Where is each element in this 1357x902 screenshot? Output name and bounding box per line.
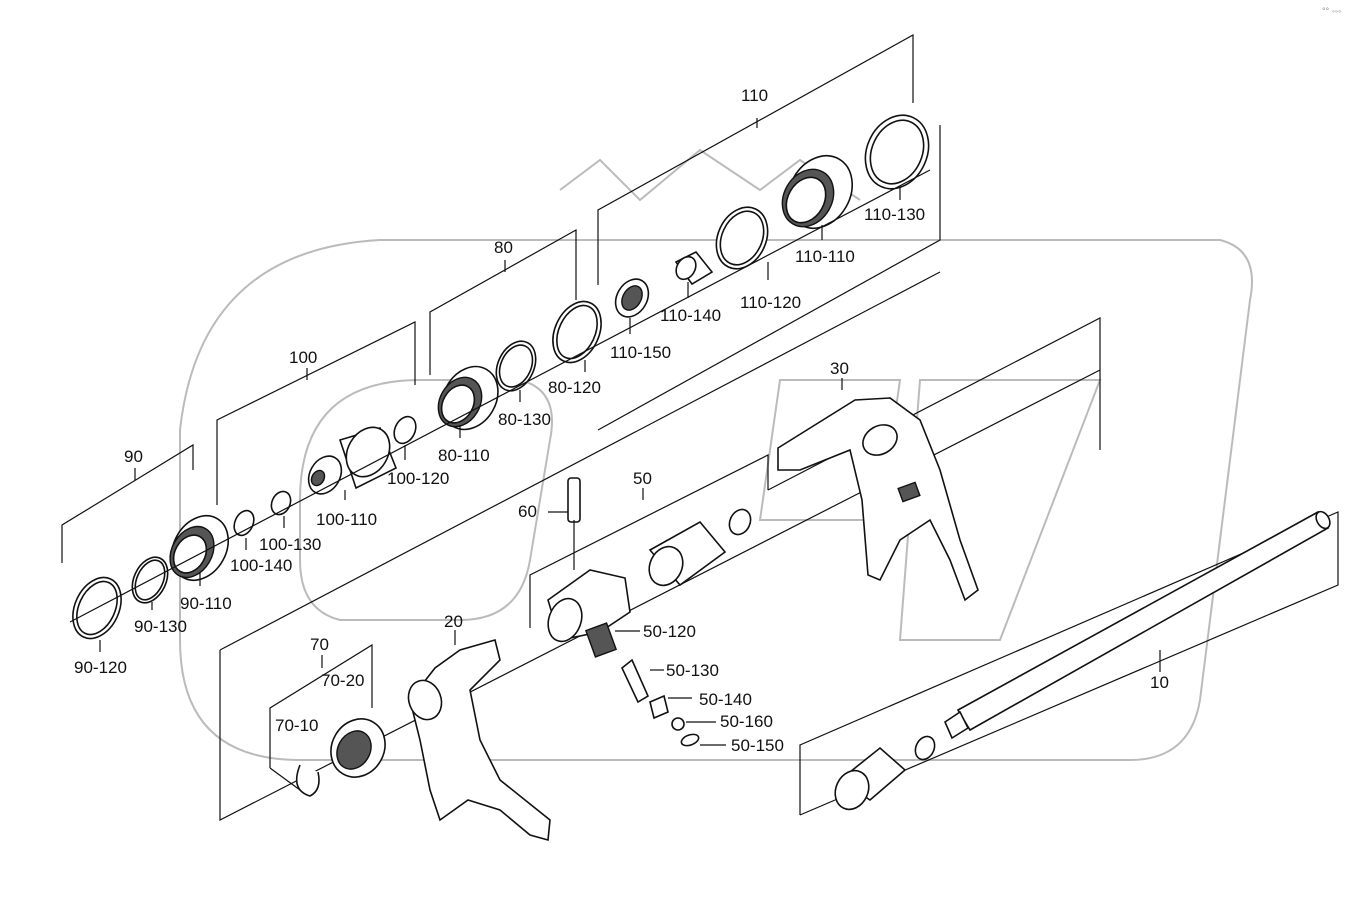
label-50-160: 50-160 bbox=[720, 712, 773, 731]
assembly-brackets bbox=[61, 33, 1339, 821]
label-70-20: 70-20 bbox=[321, 671, 364, 690]
label-100-140: 100-140 bbox=[230, 556, 292, 575]
label-80-110: 80-110 bbox=[438, 446, 490, 465]
label-60: 60 bbox=[518, 502, 537, 521]
label-30: 30 bbox=[830, 359, 849, 378]
label-110-110: 110-110 bbox=[795, 247, 855, 266]
part-110-110-housing bbox=[781, 155, 853, 229]
label-70: 70 bbox=[310, 635, 329, 654]
part-50-160-ball bbox=[671, 717, 685, 731]
label-90-130: 90-130 bbox=[134, 617, 187, 636]
part-50-150-clip bbox=[680, 733, 700, 747]
part-80-120-ring bbox=[552, 300, 602, 364]
label-50: 50 bbox=[633, 469, 652, 488]
label-20: 20 bbox=[444, 612, 463, 631]
label-110: 110 bbox=[741, 86, 768, 105]
label-80: 80 bbox=[494, 238, 513, 257]
part-80-110-housing bbox=[437, 365, 499, 431]
label-90: 90 bbox=[124, 447, 143, 466]
label-80-120: 80-120 bbox=[548, 378, 601, 397]
part-60-pin bbox=[567, 477, 581, 523]
label-50-120: 50-120 bbox=[643, 622, 696, 641]
part-20-shift-fork bbox=[407, 639, 551, 842]
part-100-130-ring bbox=[270, 490, 292, 516]
part-80-130-ring bbox=[495, 340, 537, 392]
part-30-shift-fork bbox=[777, 397, 979, 602]
part-100-140-ring bbox=[233, 509, 255, 537]
label-90-110: 90-110 bbox=[180, 594, 232, 613]
label-10: 10 bbox=[1150, 673, 1169, 692]
part-70-10-snap-ring bbox=[295, 764, 320, 797]
part-110-120-ring bbox=[715, 206, 769, 270]
part-100-120-ring bbox=[393, 415, 417, 445]
watermark-logo bbox=[179, 148, 1253, 761]
assembly-axis bbox=[69, 169, 931, 623]
label-110-130: 110-130 bbox=[864, 205, 925, 224]
label-110-120: 110-120 bbox=[740, 293, 801, 312]
label-100-120: 100-120 bbox=[387, 469, 449, 488]
label-100-130: 100-130 bbox=[259, 535, 321, 554]
label-110-150: 110-150 bbox=[610, 343, 671, 362]
part-100-110-piston bbox=[307, 426, 398, 495]
label-80-130: 80-130 bbox=[498, 410, 551, 429]
callout-labels: 110 110-130 110-110 110-120 110-140 110-… bbox=[74, 6, 1341, 755]
part-70-20-bearing bbox=[330, 718, 386, 778]
part-10-shift-rail bbox=[834, 510, 1331, 811]
part-50-130-plunger bbox=[621, 658, 650, 704]
leader-lines bbox=[99, 186, 1161, 791]
part-50-selector bbox=[547, 508, 752, 658]
corner-mark: °° ◦◦◦ bbox=[1322, 6, 1341, 16]
label-70-10: 70-10 bbox=[275, 716, 318, 735]
part-90-110-housing bbox=[169, 515, 230, 581]
part-50-140-spring bbox=[649, 694, 669, 720]
label-100-110: 100-110 bbox=[316, 510, 377, 529]
part-110-130-ring bbox=[864, 114, 930, 190]
part-110-150-seal bbox=[614, 278, 650, 318]
label-50-150: 50-150 bbox=[731, 736, 784, 755]
label-50-140: 50-140 bbox=[699, 690, 752, 709]
label-100: 100 bbox=[289, 348, 317, 367]
label-110-140: 110-140 bbox=[660, 306, 721, 325]
part-110-140-bush bbox=[674, 250, 714, 286]
label-50-130: 50-130 bbox=[666, 661, 719, 680]
label-90-120: 90-120 bbox=[74, 658, 127, 677]
